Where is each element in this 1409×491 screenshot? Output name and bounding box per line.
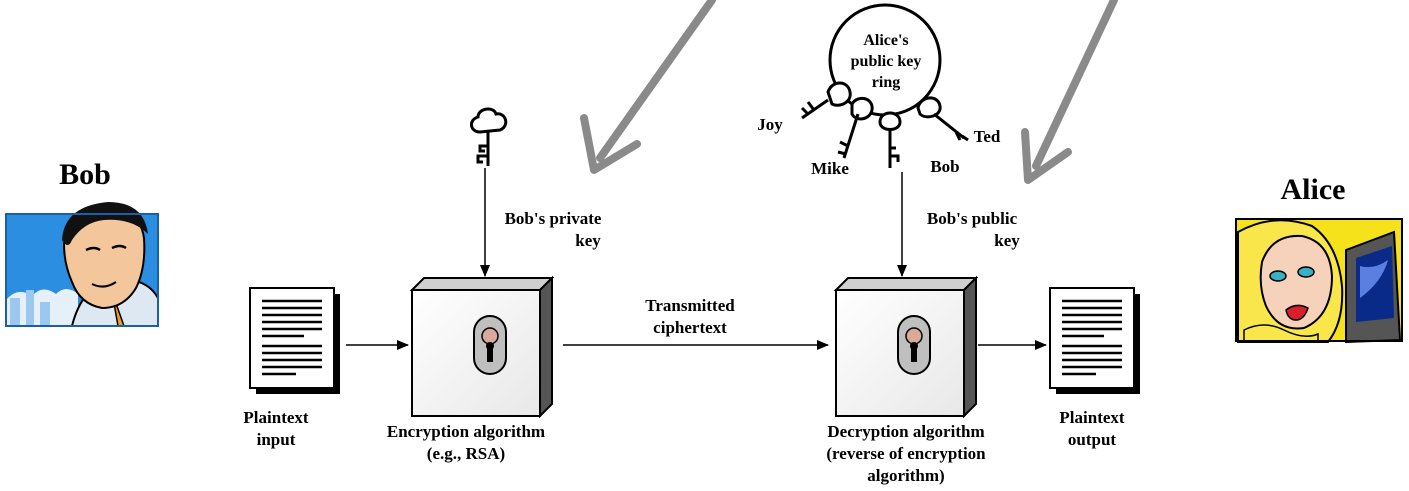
annotation-arrow-right: [1021, 0, 1118, 184]
private-key-icon: [470, 107, 508, 166]
ciphertext-label: Transmitted ciphertext: [645, 296, 735, 337]
sender-name: Bob: [59, 158, 111, 191]
encryption-box: [409, 275, 555, 419]
lock-icon: [473, 315, 507, 375]
key-ring-name-joy: Joy: [757, 115, 783, 134]
encryption-label: Encryption algorithm (e.g., RSA): [386, 422, 546, 463]
key-ring-name-mike: Mike: [811, 159, 849, 178]
public-key-label: Bob's public key: [926, 209, 1020, 250]
public-key-ring: [800, 3, 969, 168]
plaintext-output-document: [1049, 287, 1140, 394]
plaintext-input-label: Plaintext input: [243, 408, 309, 449]
lock-icon: [897, 315, 931, 375]
bob-portrait: [5, 202, 159, 327]
decryption-box: [833, 275, 979, 419]
receiver-name: Alice: [1280, 173, 1346, 206]
key-ring-name-bob: Bob: [930, 157, 960, 176]
annotation-arrow-left: [580, 0, 716, 174]
private-key-label: Bob's private key: [504, 209, 602, 250]
key-ring-title: Alice's public key ring: [850, 32, 922, 91]
plaintext-input-document: [249, 287, 340, 394]
decryption-label: Decryption algorithm (reverse of encrypt…: [826, 422, 986, 485]
key-ring-name-ted: Ted: [973, 127, 1001, 146]
alice-portrait: [1235, 218, 1403, 344]
plaintext-output-label: Plaintext output: [1059, 408, 1125, 449]
